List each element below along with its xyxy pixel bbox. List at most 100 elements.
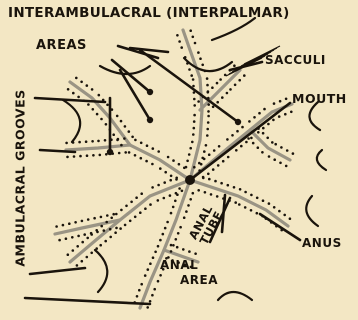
border-dot: [77, 235, 80, 238]
border-dot: [90, 252, 93, 255]
border-dot: [208, 178, 211, 181]
border-dot: [244, 191, 247, 194]
border-dot: [192, 133, 195, 136]
border-dot: [112, 133, 115, 136]
border-dot: [97, 140, 100, 143]
border-dot: [261, 151, 264, 154]
border-dot: [271, 141, 274, 144]
border-dot: [286, 149, 289, 152]
border-dot: [208, 153, 211, 156]
border-dot: [192, 36, 195, 39]
border-dot: [192, 78, 195, 81]
border-dot: [153, 288, 156, 291]
border-dot: [197, 100, 200, 103]
border-dot: [162, 233, 165, 236]
border-dot: [206, 128, 209, 131]
leader-line: [260, 214, 300, 240]
area-end-dot: [147, 89, 153, 95]
border-dot: [87, 218, 90, 221]
border-dot: [144, 274, 147, 277]
border-dot: [77, 96, 80, 99]
border-dot: [283, 214, 286, 217]
border-dot: [55, 225, 58, 228]
border-dot: [263, 108, 266, 111]
border-dot: [110, 217, 113, 220]
border-dot: [188, 250, 191, 253]
border-dot: [210, 193, 213, 196]
border-dot: [216, 82, 219, 85]
border-dot: [202, 176, 205, 179]
border-dot: [146, 144, 149, 147]
border-dot: [118, 152, 121, 155]
border-dot: [170, 175, 173, 178]
border-dot: [112, 213, 115, 216]
border-dot: [164, 171, 167, 174]
border-dot: [189, 198, 192, 201]
label-areas: AREAS: [36, 38, 87, 53]
border-dot: [178, 40, 181, 43]
border-dot: [217, 164, 220, 167]
border-dot: [234, 201, 237, 204]
border-dot: [140, 192, 143, 195]
border-dot: [134, 139, 137, 142]
border-dot: [129, 220, 132, 223]
border-dot: [193, 98, 196, 101]
border-dot: [239, 188, 242, 191]
border-dot: [193, 114, 196, 117]
label-anal-area-line1: ANAL: [160, 258, 198, 272]
border-dot: [149, 300, 152, 303]
border-dot: [92, 108, 95, 111]
border-dot: [188, 68, 191, 71]
interambulacral-curve: [184, 58, 232, 71]
border-dot: [250, 209, 253, 212]
border-dot: [105, 123, 108, 126]
border-dot: [231, 134, 234, 137]
border-dot: [170, 212, 173, 215]
border-dot: [151, 163, 154, 166]
border-dot: [81, 260, 84, 263]
border-dot: [207, 103, 210, 106]
border-dot: [233, 64, 236, 67]
border-dot: [146, 306, 149, 309]
border-dot: [100, 216, 103, 219]
border-dot: [151, 294, 154, 297]
leader-line: [190, 103, 290, 180]
border-dot: [194, 252, 197, 255]
border-dot: [96, 231, 99, 234]
border-dot: [170, 250, 173, 253]
border-dot: [149, 203, 152, 206]
interambulacral-curve: [212, 18, 255, 40]
border-dot: [176, 193, 179, 196]
label-sacculi: SACCULI: [265, 53, 326, 67]
border-dot: [285, 165, 288, 168]
interambulacral-curve: [306, 196, 318, 226]
area-end-dot: [147, 117, 153, 123]
border-dot: [163, 181, 166, 184]
border-dot: [181, 190, 184, 193]
border-dot: [234, 84, 237, 87]
border-dot: [216, 195, 219, 198]
border-dot: [73, 155, 76, 158]
ambulacral-groove-6: [70, 82, 190, 180]
border-dot: [65, 237, 68, 240]
border-dot: [72, 92, 75, 95]
border-dot: [134, 154, 137, 157]
border-dot: [140, 283, 143, 286]
border-dot: [76, 245, 79, 248]
border-dot: [91, 88, 94, 91]
border-dot: [248, 120, 251, 123]
border-dot: [205, 144, 208, 147]
border-dot: [92, 154, 95, 157]
border-dot: [157, 245, 160, 248]
border-dot: [216, 101, 219, 104]
border-dot: [96, 113, 99, 116]
mouth-dot: [185, 175, 195, 185]
border-dot: [99, 244, 102, 247]
border-dot: [109, 236, 112, 239]
border-dot: [233, 186, 236, 189]
border-dot: [227, 156, 230, 159]
border-dot: [104, 139, 107, 142]
border-dot: [207, 115, 210, 118]
border-dot: [207, 91, 210, 94]
border-dot: [212, 168, 215, 171]
